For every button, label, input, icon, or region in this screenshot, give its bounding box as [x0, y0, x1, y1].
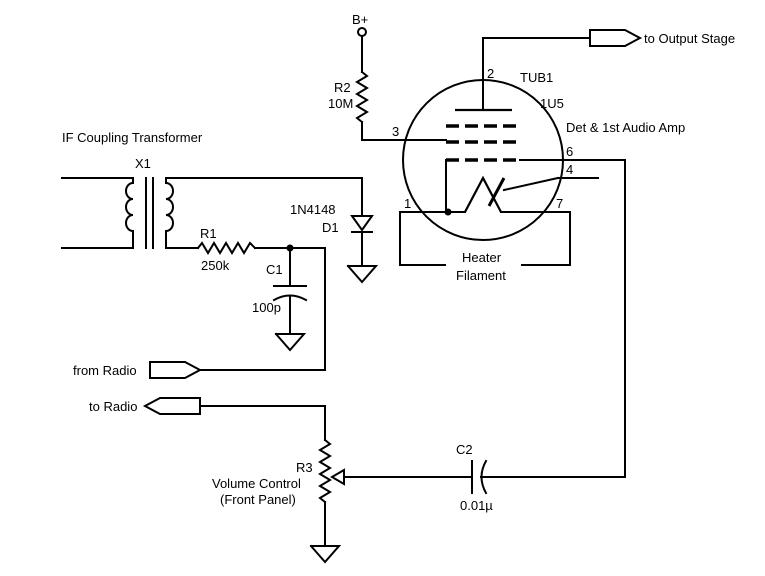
- tube-tub1: [399, 37, 571, 241]
- transformer-x1: [61, 177, 363, 249]
- r2-value-label: 10M: [328, 96, 353, 111]
- transformer-title: IF Coupling Transformer: [62, 130, 203, 145]
- pin2-label: 2: [487, 66, 494, 81]
- tube-name-label: TUB1: [520, 70, 553, 85]
- to-radio-connector: [142, 397, 326, 441]
- pin1-label: 1: [404, 196, 411, 211]
- heater-label: Heater: [462, 250, 502, 265]
- tube-desc-label: Det & 1st Audio Amp: [566, 120, 685, 135]
- capacitor-c2: [464, 159, 626, 495]
- c2-value-label: 0.01µ: [460, 498, 493, 513]
- r2-name-label: R2: [334, 80, 351, 95]
- capacitor-c1: [272, 247, 308, 352]
- r3-desc1-label: Volume Control: [212, 476, 301, 491]
- d1-part-label: 1N4148: [290, 202, 336, 217]
- from-radio-label: from Radio: [73, 363, 137, 378]
- r1-value-label: 250k: [201, 258, 230, 273]
- from-radio-connector: [149, 247, 326, 379]
- pin7-label: 7: [556, 196, 563, 211]
- r1-name-label: R1: [200, 226, 217, 241]
- r3-desc2-label: (Front Panel): [220, 492, 296, 507]
- r3-name-label: R3: [296, 460, 313, 475]
- pin3-label: 3: [392, 124, 399, 139]
- c2-name-label: C2: [456, 442, 473, 457]
- c1-name-label: C1: [266, 262, 283, 277]
- tube-type-label: 1U5: [540, 96, 564, 111]
- pin6-label: 6: [566, 144, 573, 159]
- x1-label: X1: [135, 156, 151, 171]
- resistor-r1: [196, 241, 326, 255]
- bplus-terminal: [357, 27, 367, 73]
- d1-name-label: D1: [322, 220, 339, 235]
- bplus-label: B+: [352, 12, 368, 27]
- to-output-label: to Output Stage: [644, 31, 735, 46]
- pin4-label: 4: [566, 162, 573, 177]
- potentiometer-r3: [309, 438, 466, 564]
- to-radio-label: to Radio: [89, 399, 137, 414]
- heater-loop: [399, 211, 571, 266]
- filament-label: Filament: [456, 268, 506, 283]
- output-connector: [482, 29, 643, 47]
- diode-d1: [346, 177, 379, 284]
- c1-value-label: 100p: [252, 300, 281, 315]
